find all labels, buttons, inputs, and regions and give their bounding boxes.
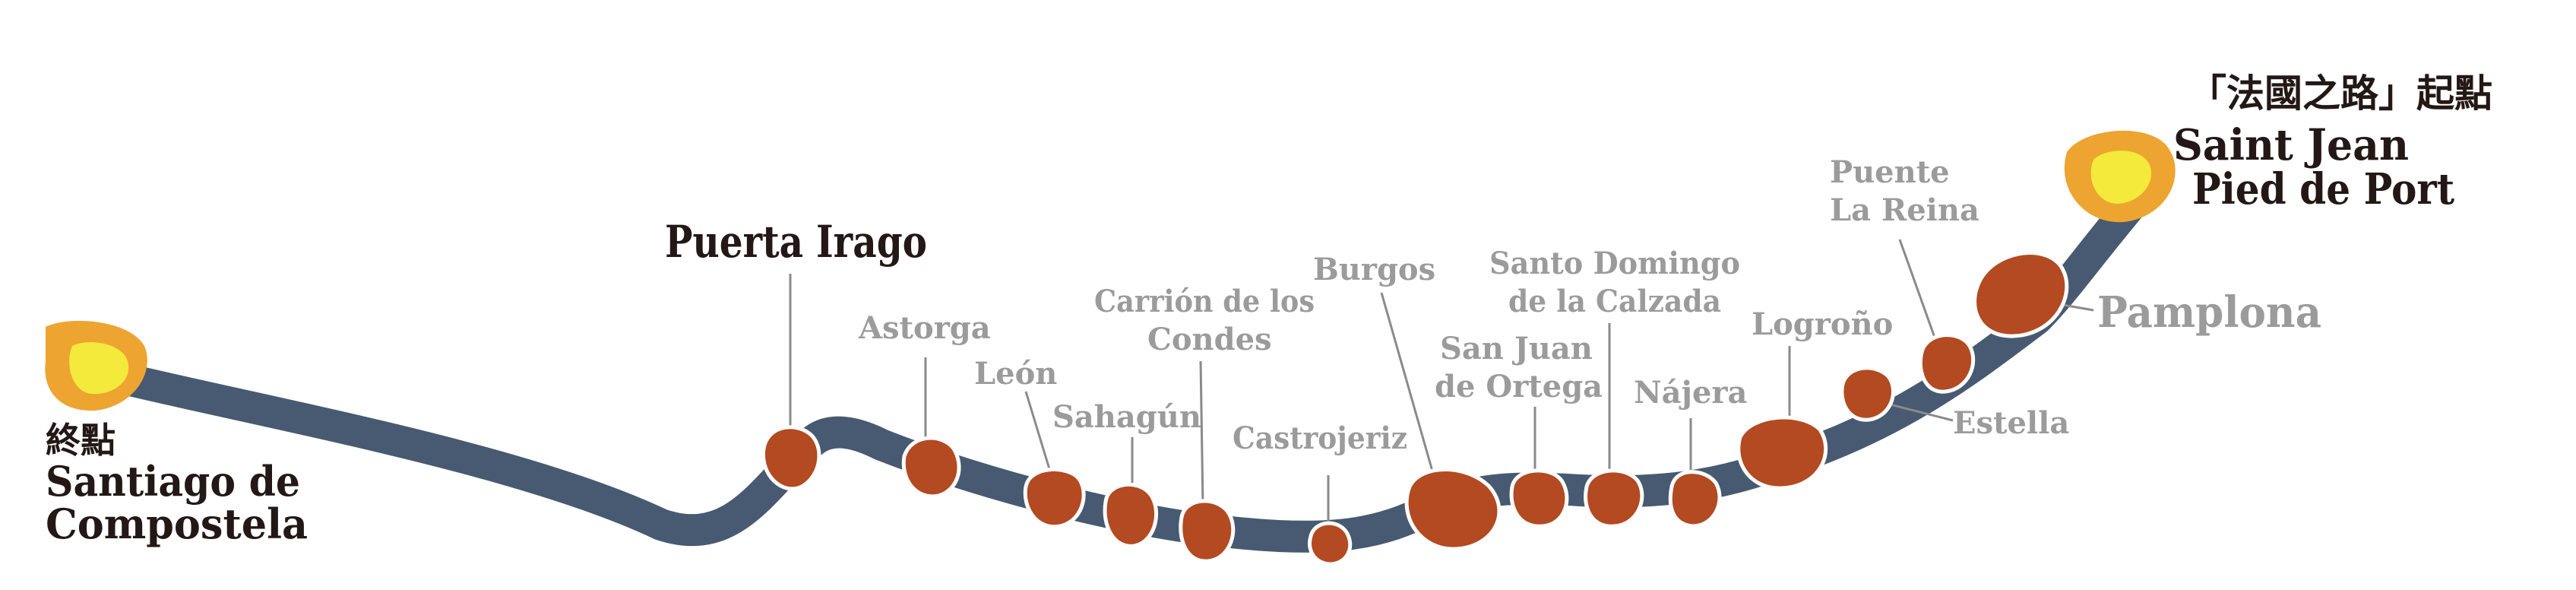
stop-label-line: Nájera xyxy=(1634,375,1747,411)
stop-label-pamplona: Pamplona xyxy=(2097,287,2321,338)
start-caption: 「法國之路」起點 xyxy=(2188,71,2492,116)
route-path xyxy=(83,167,2166,553)
stop-label-castrojeriz: Castrojeriz xyxy=(1233,420,1407,456)
stop-label-leon: León xyxy=(974,356,1057,392)
start-marker-inner xyxy=(2090,151,2152,204)
stage-marker-puerta-irago xyxy=(761,425,821,491)
stop-label-line: Puente xyxy=(1830,154,1950,190)
start-name-line1: Saint Jean xyxy=(2173,120,2409,170)
stage-marker-leon xyxy=(1023,467,1086,529)
end-marker-inner xyxy=(69,342,129,395)
stop-label-puerta-irago: Puerta Irago xyxy=(665,216,927,268)
stop-label-san-juan: San Juan de Ortega xyxy=(1435,331,1603,404)
end-caption: 終點 xyxy=(46,420,116,461)
stop-label-line: de la Calzada xyxy=(1508,284,1721,319)
stage-marker-santo-domingo xyxy=(1584,468,1644,528)
stop-label-estella: Estella xyxy=(1953,405,2069,441)
stop-label-line: Sahagún xyxy=(1052,399,1201,435)
stop-label-line: Logroño xyxy=(1752,306,1893,342)
stage-marker-astorga xyxy=(901,436,961,499)
stop-label-puente-la-reina: Puente La Reina xyxy=(1830,154,1979,228)
stop-label-line: Puerta Irago xyxy=(665,216,927,268)
leader-line-leon xyxy=(1024,391,1054,480)
leader-lines xyxy=(789,239,2094,528)
stage-marker-carrion xyxy=(1179,499,1236,563)
leader-line-carrion xyxy=(1199,360,1204,506)
stop-label-line: Carrión de los xyxy=(1094,284,1315,319)
stage-marker-sahagun xyxy=(1103,482,1159,548)
stop-label-astorga: Astorga xyxy=(858,310,991,346)
stop-label-line: de Ortega xyxy=(1435,369,1603,404)
stop-label-line: Estella xyxy=(1953,405,2069,441)
stop-label-line: San Juan xyxy=(1440,331,1593,366)
stage-markers xyxy=(761,251,2069,566)
stage-marker-logrono xyxy=(1736,415,1828,490)
stop-label-burgos: Burgos xyxy=(1313,252,1435,287)
end-name-line1: Santiago de xyxy=(46,457,300,506)
stop-label-line: La Reina xyxy=(1830,192,1979,228)
leader-line-burgos xyxy=(1380,292,1436,480)
stop-label-line: Castrojeriz xyxy=(1233,420,1407,456)
stage-marker-pamplona xyxy=(1973,251,2069,338)
start-marker xyxy=(2064,130,2176,223)
end-marker xyxy=(45,321,147,411)
stage-marker-castrojeriz xyxy=(1308,521,1353,566)
end-name-line2: Compostela xyxy=(46,500,308,548)
stop-label-line: Astorga xyxy=(858,310,991,346)
stop-label-najera: Nájera xyxy=(1634,375,1747,411)
stop-label-line: Pamplona xyxy=(2097,287,2321,338)
stage-marker-najera xyxy=(1668,470,1722,528)
stop-label-carrion: Carrión de los Condes xyxy=(1094,284,1315,357)
stage-marker-estella-stone xyxy=(1840,366,1895,422)
stage-marker-estella xyxy=(1918,333,1976,394)
stop-label-line: Burgos xyxy=(1313,252,1435,287)
stage-marker-san-juan xyxy=(1509,468,1569,528)
stage-marker-burgos xyxy=(1404,468,1502,551)
stop-label-line: Condes xyxy=(1147,322,1272,357)
leader-line-puente xyxy=(1898,239,1939,347)
stop-label-santo-domingo: Santo Domingo de la Calzada xyxy=(1489,246,1740,319)
stop-label-sahagun: Sahagún xyxy=(1052,399,1201,435)
stop-label-line: Santo Domingo xyxy=(1489,246,1740,281)
stop-label-line: León xyxy=(974,356,1057,392)
stop-label-logrono: Logroño xyxy=(1752,306,1893,342)
start-name-line2: Pied de Port xyxy=(2192,164,2454,214)
